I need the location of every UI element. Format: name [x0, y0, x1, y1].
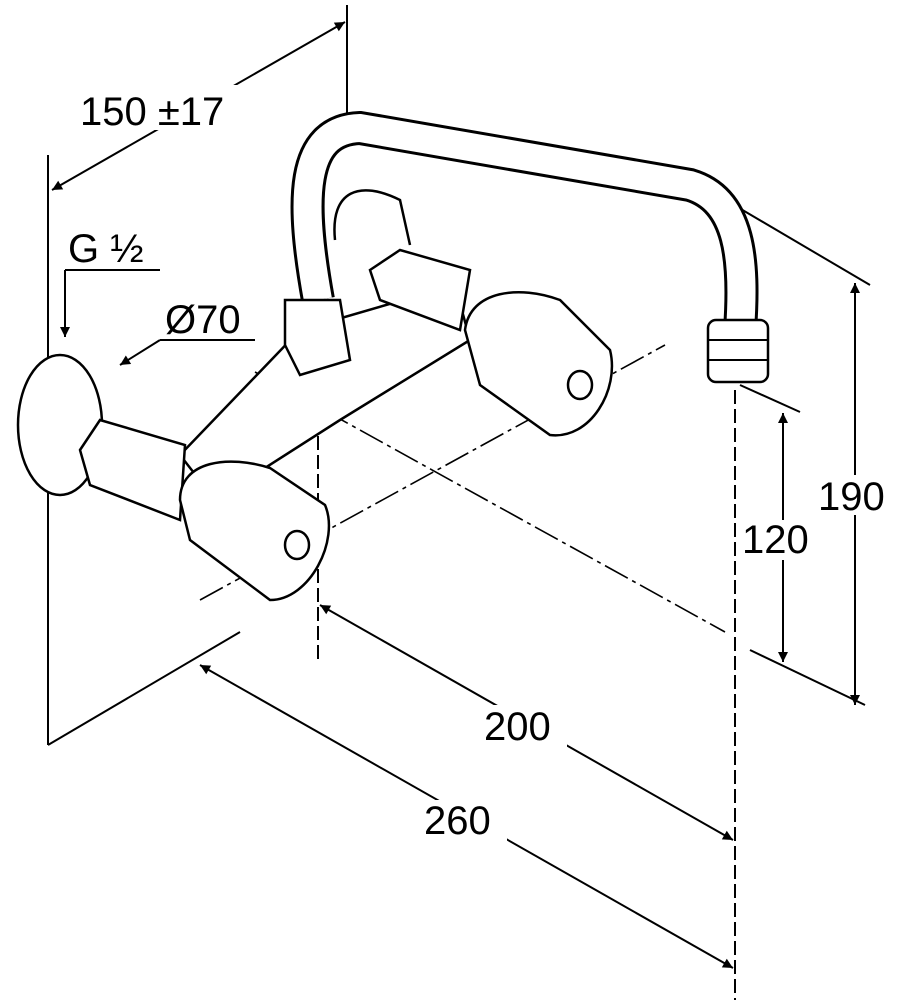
aerator-nut	[706, 318, 770, 384]
left-connector	[78, 418, 187, 522]
spout-nut	[283, 298, 352, 377]
dim-rosette-label: Ø70	[165, 298, 241, 342]
dim-projection-label: 150 ±17	[80, 90, 224, 134]
dim-thread-label: G ½	[68, 227, 144, 271]
dim-height-120-label: 120	[742, 518, 809, 562]
right-handle	[463, 290, 614, 437]
dim-reach-260-label: 260	[424, 799, 491, 843]
left-handle	[178, 460, 331, 602]
faucet-illustration	[16, 110, 770, 602]
dim-reach-200-label: 200	[484, 705, 551, 749]
right-connector	[368, 248, 472, 332]
dim-height-190-label: 190	[818, 475, 885, 519]
